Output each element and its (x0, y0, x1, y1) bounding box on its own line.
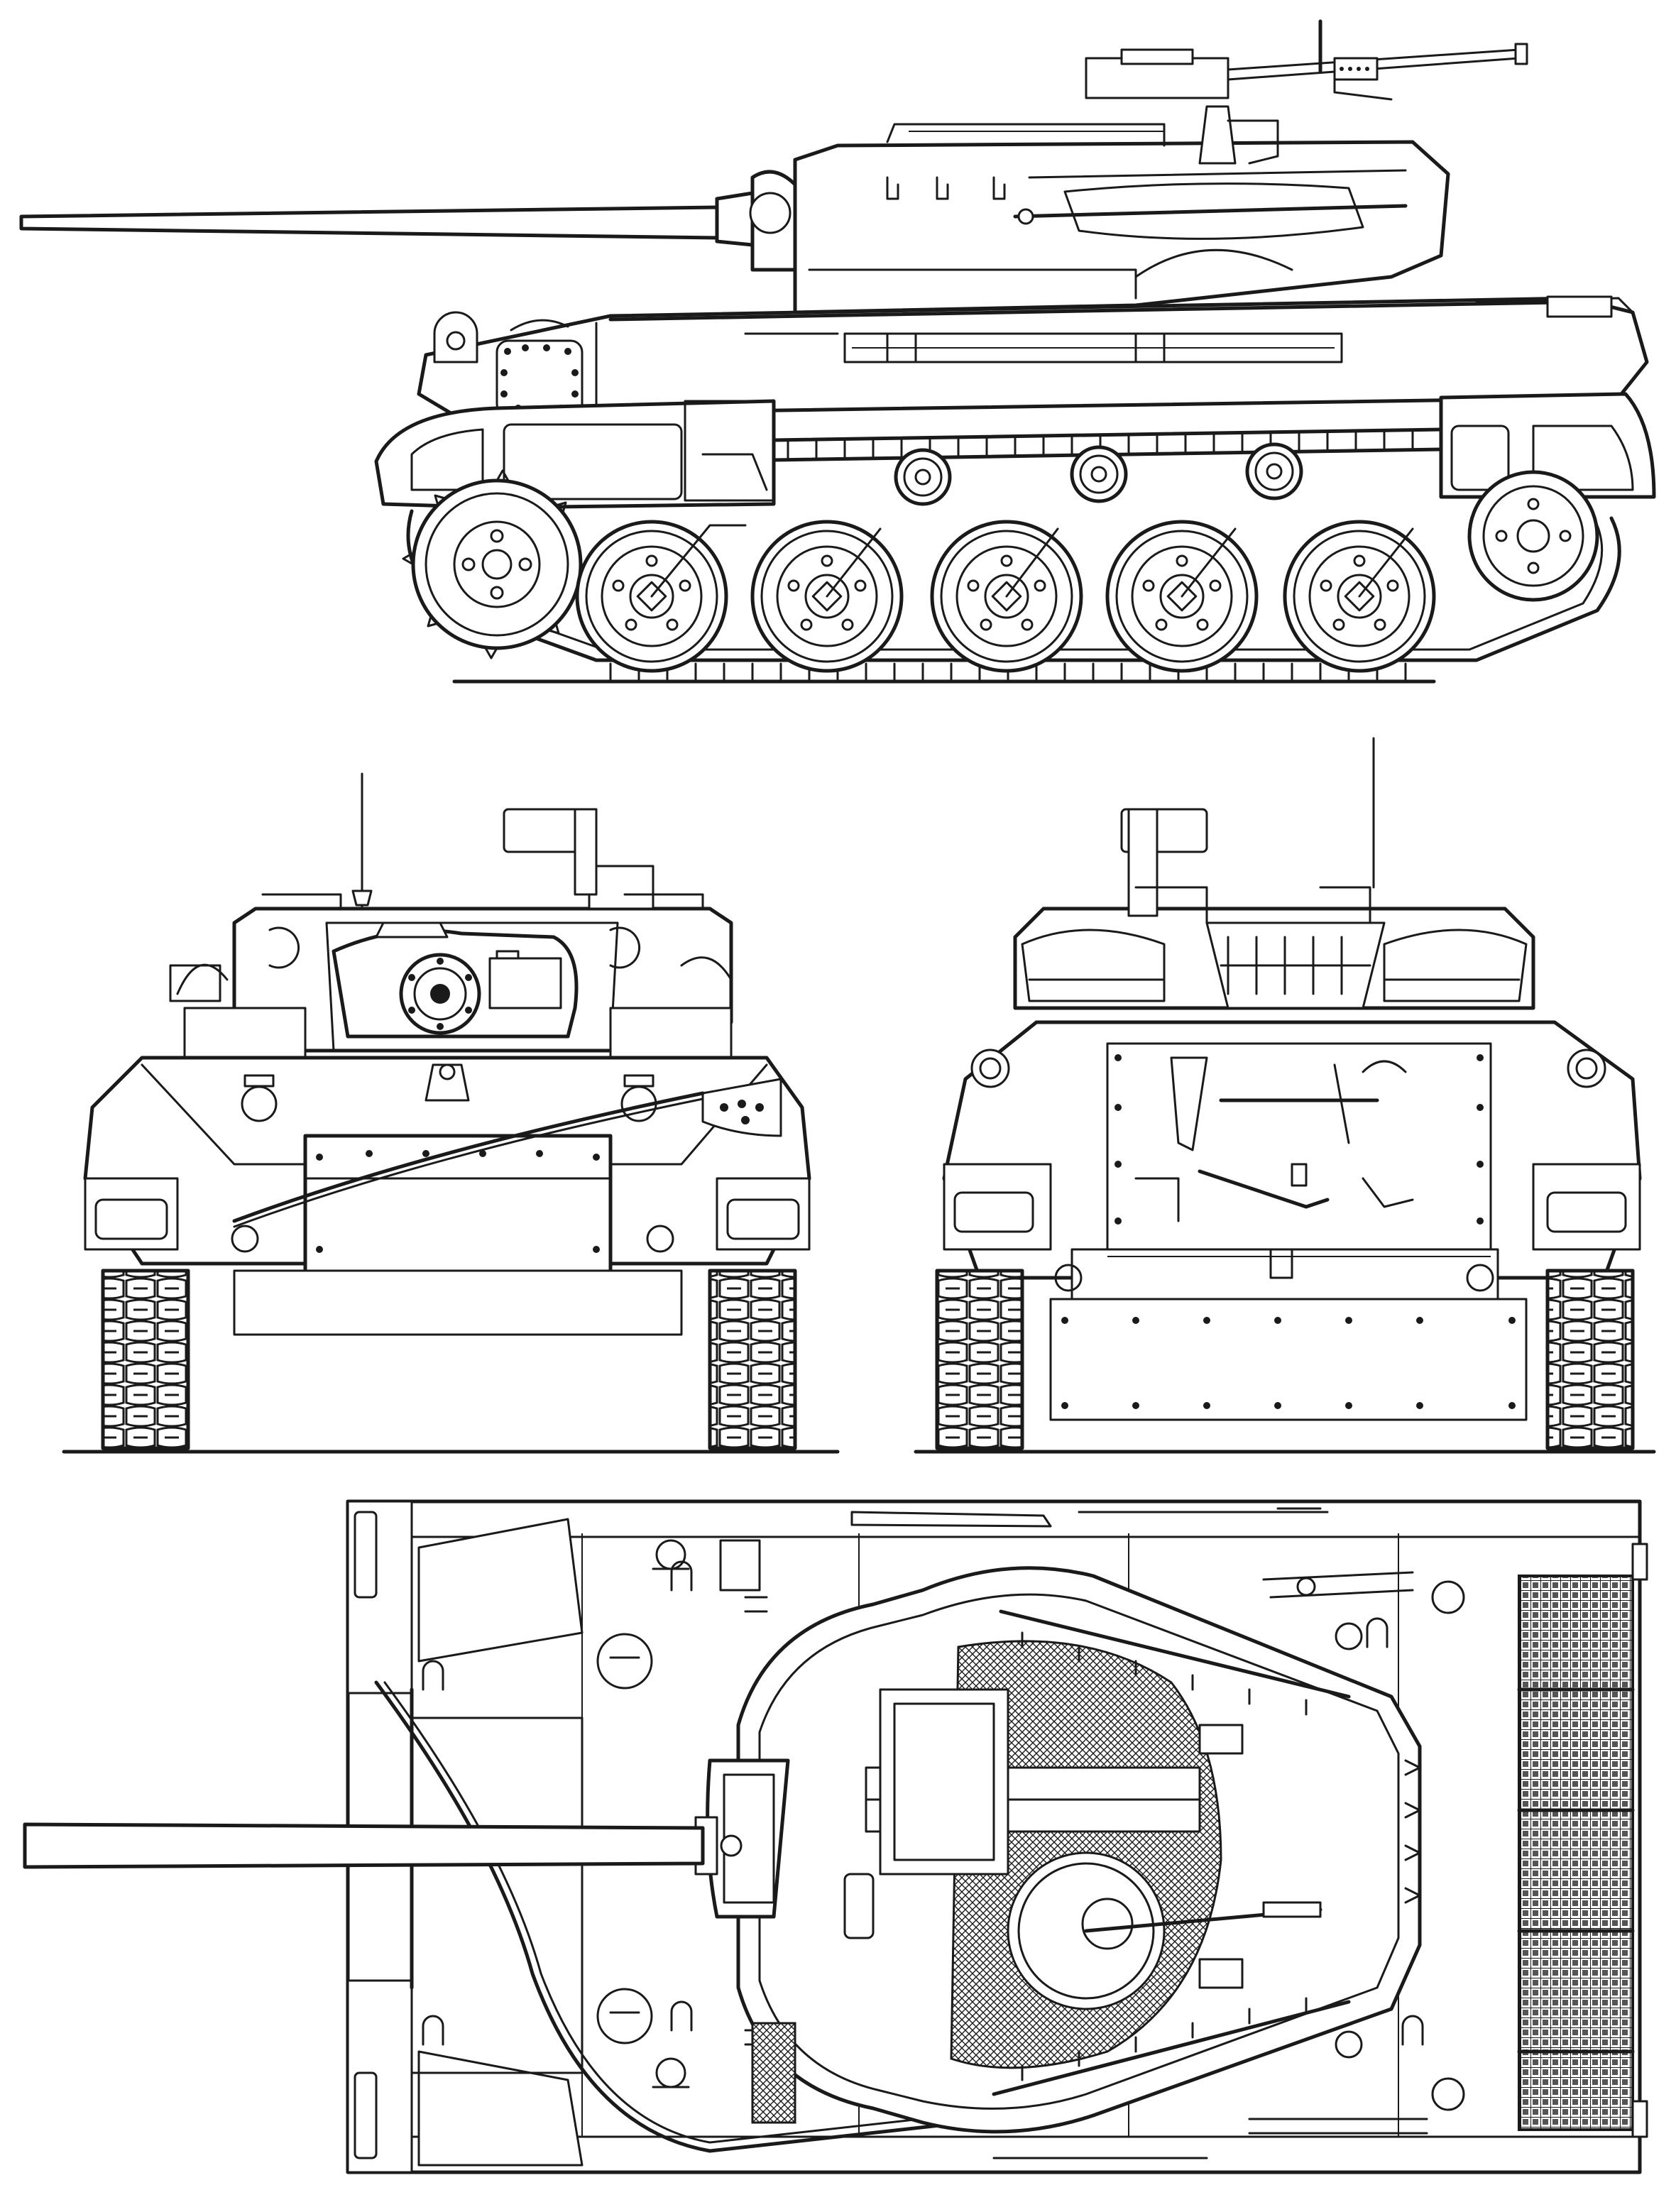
turret-front (169, 808, 733, 1059)
idler-wheel (1467, 470, 1599, 602)
rear-tracks (914, 1269, 1656, 1454)
return-roller (1247, 444, 1301, 498)
front-tracks (62, 1269, 840, 1454)
hull-rear (942, 1020, 1642, 1421)
return-roller (896, 450, 950, 504)
drive-sprocket (402, 469, 592, 659)
front-view (62, 772, 840, 1454)
hull-front (83, 1056, 811, 1336)
track-fenders (374, 392, 1656, 510)
tow-cable (374, 1680, 1031, 2153)
side-view (19, 19, 1656, 684)
machine-gun-mount (1085, 19, 1528, 165)
hull-side (417, 295, 1649, 417)
return-roller (1072, 447, 1126, 501)
rear-view (914, 737, 1656, 1454)
co-driver-hatch (596, 1988, 653, 2044)
driver-hatch (596, 1633, 653, 1690)
main-gun-top (23, 1758, 790, 1919)
turret-rear (1013, 808, 1535, 1010)
suspension-arms (650, 524, 1414, 598)
top-view (23, 1499, 1648, 2174)
open-turret-top (736, 1566, 1422, 2134)
engine-grille (1518, 1575, 1634, 2131)
turret-side (793, 123, 1450, 314)
main-gun-barrel (19, 170, 797, 272)
